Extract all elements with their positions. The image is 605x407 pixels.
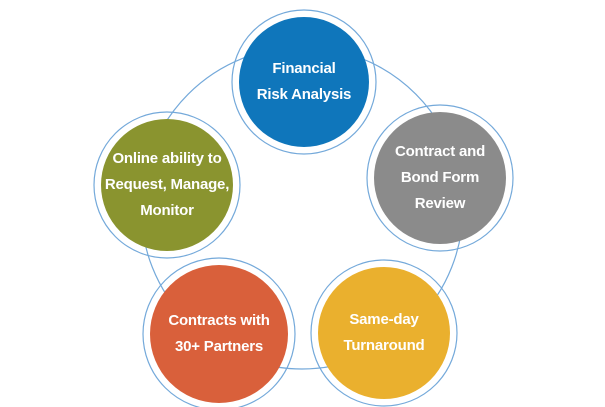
node-label-line: Contract and [394, 143, 486, 160]
node-same-day-turnaround: Same-day Turnaround [318, 267, 450, 399]
node-label-line: Risk Analysis [256, 86, 352, 103]
node-label-line: Bond Form [400, 169, 480, 186]
node-outline-ring-financial [231, 9, 377, 155]
node-outline-ring-sameday [310, 259, 458, 407]
node-label-line: Request, Manage, [104, 176, 230, 193]
node-label-line: Financial [272, 60, 336, 77]
node-outline-ring-contract [366, 104, 514, 252]
node-contracts-with-30-plus-partners: Contracts with 30+ Partners [150, 265, 288, 403]
node-label-line: 30+ Partners [174, 338, 264, 355]
node-label-line: Turnaround [343, 337, 425, 354]
node-label-line: Same-day [349, 311, 419, 328]
node-outline-ring-partners [142, 257, 296, 407]
node-label-line: Review [414, 195, 466, 212]
node-online-ability-to-request-manage-monitor: Online ability to Request, Manage, Monit… [101, 119, 233, 251]
node-label-line: Online ability to [112, 150, 222, 167]
node-outline-ring-online [93, 111, 241, 259]
node-label-line: Contracts with [168, 312, 270, 329]
node-label-line: Monitor [140, 202, 194, 219]
node-contract-and-bond-form-review: Contract and Bond Form Review [374, 112, 506, 244]
node-financial-risk-analysis: Financial Risk Analysis [239, 17, 369, 147]
